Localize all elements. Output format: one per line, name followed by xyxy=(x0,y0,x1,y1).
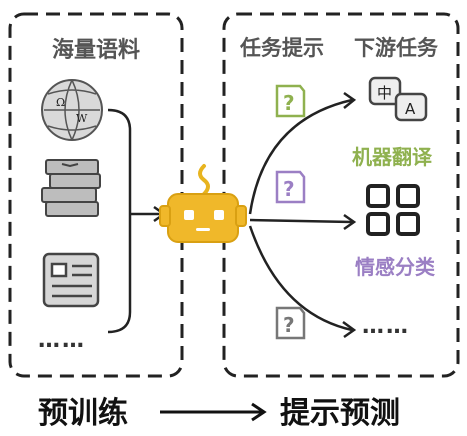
prompt-icon-other: ? xyxy=(275,306,306,340)
svg-text:?: ? xyxy=(283,313,295,337)
translate-char-a: A xyxy=(405,100,416,118)
translate-char-zh: 中 xyxy=(377,84,392,102)
prompt-icon-sentiment: ? xyxy=(275,170,306,204)
machine-translation-label: 机器翻译 xyxy=(352,145,432,169)
newspaper-icon xyxy=(42,252,100,308)
corpus-title: 海量语料 xyxy=(52,38,141,63)
fanout-arrows xyxy=(248,91,357,339)
robot-icon xyxy=(159,164,247,243)
grid-icon xyxy=(366,184,420,236)
books-icon xyxy=(41,159,101,217)
svg-text:W: W xyxy=(76,112,88,125)
tasks-more-dots: …… xyxy=(362,314,410,339)
downstream-task-title: 下游任务 xyxy=(354,36,438,60)
svg-text:Ω: Ω xyxy=(56,96,65,109)
task-prompt-title: 任务提示 xyxy=(240,36,324,60)
prompt-predict-label: 提示预测 xyxy=(280,396,400,431)
wikipedia-globe-icon: Ω W xyxy=(41,79,103,141)
pretrain-label: 预训练 xyxy=(38,396,128,431)
corpus-more-dots: …… xyxy=(38,328,86,353)
task-panel xyxy=(222,12,460,378)
sentiment-classification-label: 情感分类 xyxy=(355,255,435,279)
prompt-icon-translation: ? xyxy=(275,84,306,118)
bottom-arrow xyxy=(160,402,267,422)
corpus-bracket xyxy=(107,108,132,334)
svg-text:?: ? xyxy=(283,91,295,115)
svg-text:?: ? xyxy=(283,177,295,201)
translate-icon: 中 A xyxy=(368,76,428,122)
